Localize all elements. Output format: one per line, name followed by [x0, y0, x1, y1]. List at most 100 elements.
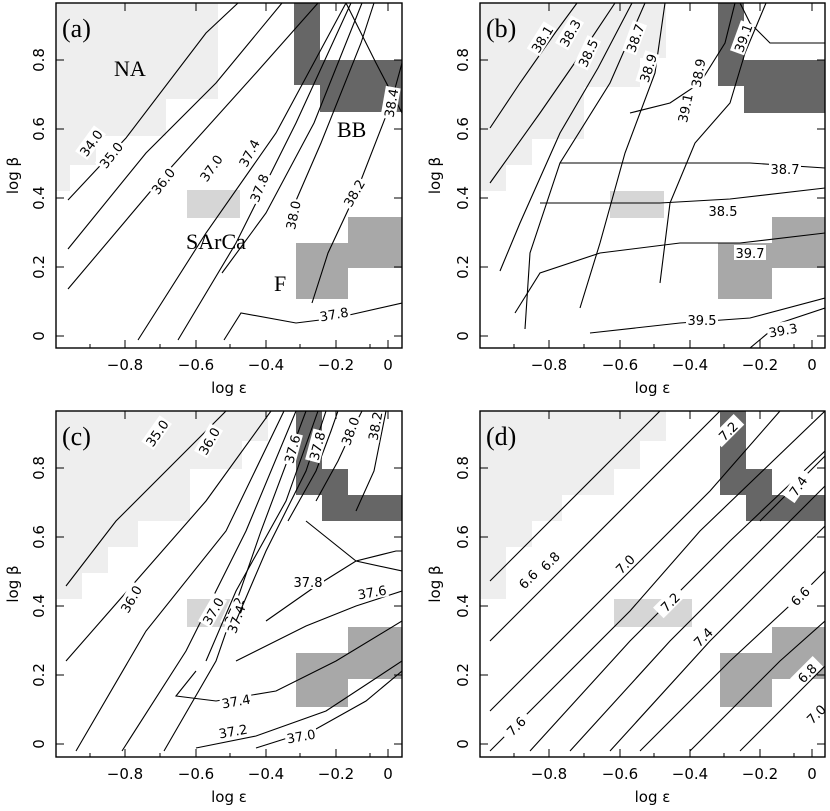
y-tick-label: 0.2 [454, 255, 472, 279]
y-tick-label: 0.4 [454, 594, 472, 618]
contour-line [287, 3, 375, 220]
contour-label: 37.8 [319, 306, 350, 326]
y-tick-label: 0.4 [30, 594, 48, 618]
contour-line [499, 3, 633, 272]
contour-line [65, 411, 272, 662]
contour-line [514, 232, 825, 314]
y-axis-label: log β [4, 157, 22, 194]
x-tick-label: −0.8 [107, 356, 143, 374]
contour-line [67, 3, 239, 201]
contour-line [221, 3, 363, 274]
region-na [480, 521, 532, 547]
contour-label-bg [234, 135, 263, 171]
region-f [348, 627, 402, 679]
plot-frame [479, 410, 826, 758]
contour-line [489, 411, 781, 712]
plot-frame [479, 2, 826, 349]
region-na [614, 441, 640, 469]
contour-line [569, 485, 825, 752]
y-tick-label: 0 [30, 739, 48, 749]
contour-label-bg [711, 414, 745, 448]
x-tick-label: −0.2 [742, 356, 778, 374]
region-bb [772, 495, 825, 521]
region-sarca [614, 599, 692, 627]
contour-label-bg [765, 319, 800, 340]
contour-line [579, 3, 666, 309]
y-tick-label: 0.8 [30, 48, 48, 72]
contour-label-bg [283, 725, 318, 746]
x-tick-label: −0.8 [531, 356, 567, 374]
contour-label-bg [769, 161, 801, 176]
contour-label-bg [555, 15, 585, 51]
region-na [480, 441, 614, 495]
contour-label-bg [245, 170, 272, 206]
contour-label-bg [533, 544, 567, 578]
contour-line [739, 665, 825, 752]
x-tick-label: −0.4 [248, 765, 284, 783]
contour-label: 38.0 [339, 415, 363, 447]
region-f [296, 653, 348, 707]
contour-label: 37.6 [282, 433, 304, 465]
contour-label: 38.4 [383, 88, 403, 119]
contour-label-bg [339, 175, 369, 211]
region-label: SArCa [186, 229, 246, 254]
y-tick-label: 0.6 [454, 525, 472, 549]
x-tick-label: 0 [807, 765, 817, 783]
x-tick-label: 0 [807, 356, 817, 374]
contour-label: 38.0 [284, 200, 305, 231]
contour-label-bg [194, 423, 224, 459]
contour-label-bg [673, 90, 696, 126]
x-tick-label: −0.6 [602, 765, 638, 783]
x-tick-label: −0.2 [318, 356, 354, 374]
panel-label: (a) [62, 14, 91, 43]
contour-label-bg [499, 709, 533, 743]
x-axis-label: log ε [635, 788, 671, 806]
contour-line [355, 411, 387, 512]
contour-label: 38.2 [367, 411, 387, 442]
contour-line [639, 570, 825, 752]
contour-line [137, 3, 347, 341]
contour-label-bg [116, 581, 146, 617]
region-label: NA [114, 56, 146, 81]
contour-label: 37.8 [294, 576, 323, 591]
y-tick-label: 0.6 [30, 525, 48, 549]
region-na [480, 547, 506, 599]
contour-label-bg [686, 312, 718, 327]
contour-label-bg [635, 50, 660, 86]
x-tick-label: −0.8 [107, 765, 143, 783]
x-tick-label: −0.2 [318, 765, 354, 783]
contour-label-bg [141, 415, 172, 451]
x-axis-label: log ε [211, 379, 247, 397]
panel-label: (d) [486, 422, 516, 451]
y-tick-label: 0 [30, 331, 48, 341]
y-tick-label: 0.8 [454, 456, 472, 480]
x-tick-label: −0.6 [178, 356, 214, 374]
region-f [720, 653, 772, 707]
contour-label-bg [707, 203, 739, 218]
y-axis-label: log β [4, 565, 22, 602]
x-tick-label: 0 [383, 356, 393, 374]
plot-frame [55, 410, 403, 758]
contour-line [235, 590, 402, 662]
region-f [348, 217, 402, 268]
x-tick-label: −0.8 [531, 765, 567, 783]
y-axis-label: log β [426, 565, 444, 602]
contour-label-bg [526, 21, 557, 57]
x-tick-label: −0.4 [672, 356, 708, 374]
contour-line [739, 3, 825, 44]
region-bb [322, 469, 348, 521]
region-na [480, 495, 562, 521]
contour-line [489, 411, 661, 582]
y-tick-label: 0.6 [30, 117, 48, 141]
y-tick-label: 0.4 [30, 186, 48, 210]
contour-label-bg [687, 55, 708, 90]
contour-label-bg [195, 150, 226, 186]
contour-label-bg [281, 197, 304, 233]
plot-area: 35.036.036.037.037.237.437.637.838.038.2… [56, 411, 402, 752]
region-bb [746, 469, 772, 521]
x-tick-label: −0.6 [602, 356, 638, 374]
region-bb [744, 60, 772, 113]
region-label: BB [337, 117, 366, 142]
contour-label-bg [608, 547, 642, 581]
region-bb [296, 411, 306, 423]
